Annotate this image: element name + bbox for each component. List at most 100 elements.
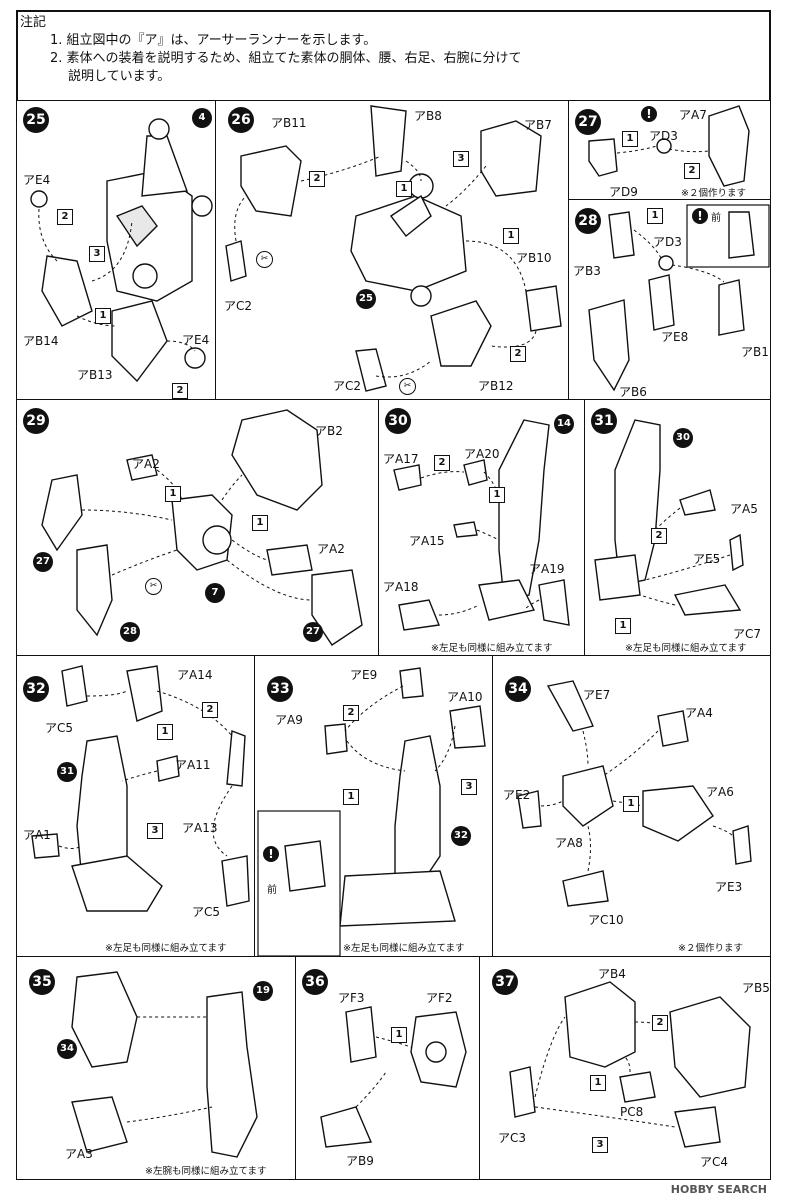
step-number: 31 bbox=[591, 408, 617, 434]
part-label: アD3 bbox=[653, 235, 682, 249]
step-30-panel: 30 14 アA17 アA20 アA15 アA18 アA19 2 1 ※左足も同… bbox=[378, 399, 586, 657]
part-label: アC10 bbox=[588, 913, 624, 927]
ref-marker: 19 bbox=[253, 981, 273, 1001]
gate-box: 3 bbox=[89, 246, 105, 262]
part-label: アB9 bbox=[346, 1154, 374, 1168]
ref-marker: 4 bbox=[192, 108, 212, 128]
step-number: 26 bbox=[228, 107, 254, 133]
nipper-icon: ✂ bbox=[399, 378, 416, 395]
ref-marker: 34 bbox=[57, 1039, 77, 1059]
part-label: アE3 bbox=[715, 880, 743, 894]
gate-box: 1 bbox=[622, 131, 638, 147]
front-label: 前 bbox=[267, 885, 277, 896]
part-label: アB7 bbox=[524, 118, 552, 132]
part-label: アA1 bbox=[23, 828, 51, 842]
part-label: アC2 bbox=[333, 379, 362, 393]
part-label: アA10 bbox=[447, 690, 483, 704]
step-number: 33 bbox=[267, 676, 293, 702]
step-35-panel: 35 19 34 アA3 ※左腕も同様に組み立てます bbox=[16, 956, 297, 1180]
step-number: 36 bbox=[302, 969, 328, 995]
caution-icon: ! bbox=[641, 106, 657, 122]
ref-marker: 14 bbox=[554, 414, 574, 434]
front-label: 前 bbox=[711, 213, 721, 224]
part-label: アE4 bbox=[182, 333, 210, 347]
part-label: アB14 bbox=[23, 334, 59, 348]
gate-box: 2 bbox=[309, 171, 325, 187]
step-number: 35 bbox=[29, 969, 55, 995]
notes-heading: 注記 bbox=[20, 15, 47, 30]
gate-box: 3 bbox=[147, 823, 163, 839]
part-label: アA14 bbox=[177, 668, 213, 682]
part-label: アA8 bbox=[555, 836, 583, 850]
step-number: 30 bbox=[385, 408, 411, 434]
gate-box: 2 bbox=[510, 346, 526, 362]
gate-box: 2 bbox=[434, 455, 450, 471]
part-label: アD3 bbox=[649, 129, 678, 143]
part-label: アE7 bbox=[583, 688, 611, 702]
part-label: アA19 bbox=[529, 562, 565, 576]
gate-box: 1 bbox=[157, 724, 173, 740]
gate-box: 2 bbox=[57, 209, 73, 225]
step-36-panel: 36 アF3 アF2 アB9 1 bbox=[295, 956, 481, 1180]
gate-box: 2 bbox=[172, 383, 188, 399]
part-label: アE4 bbox=[23, 173, 51, 187]
part-label: アE8 bbox=[661, 330, 689, 344]
step-29-panel: 29 アB2 アA2 アA2 27 28 7 27 1 1 ✂ bbox=[16, 399, 380, 657]
step-33-panel: 33 アE9 アA10 アA9 32 2 1 3 ! 前 ※左足も同様に組み立て… bbox=[254, 655, 494, 958]
part-label: アA4 bbox=[685, 706, 713, 720]
step-number: 34 bbox=[505, 676, 531, 702]
step-note: ※左腕も同様に組み立てます bbox=[145, 1166, 267, 1177]
part-label: アB2 bbox=[315, 424, 343, 438]
step-note: ※左足も同様に組み立てます bbox=[625, 643, 747, 654]
gate-box: 2 bbox=[651, 528, 667, 544]
part-label: アC2 bbox=[224, 299, 253, 313]
step-number: 37 bbox=[492, 969, 518, 995]
ref-marker: 31 bbox=[57, 762, 77, 782]
step-37-panel: 37 アB4 アB5 PC8 アC3 アC4 2 1 3 bbox=[479, 956, 771, 1180]
part-label: アA13 bbox=[182, 821, 218, 835]
part-label: アA6 bbox=[706, 785, 734, 799]
gate-box: 1 bbox=[590, 1075, 606, 1091]
step-25-panel: 25 4 アE4 アB14 アB13 アE4 2 3 1 2 bbox=[16, 100, 217, 401]
part-label: アB13 bbox=[77, 368, 113, 382]
part-label: アA7 bbox=[679, 108, 707, 122]
gate-box: 1 bbox=[252, 515, 268, 531]
part-label: アA11 bbox=[175, 758, 211, 772]
step-27-panel: 27 ! アA7 アD3 アD9 1 2 ※２個作ります bbox=[568, 100, 771, 201]
gate-box: 2 bbox=[684, 163, 700, 179]
caution-icon: ! bbox=[692, 208, 708, 224]
part-label: アE2 bbox=[503, 788, 531, 802]
step-note: ※左足も同様に組み立てます bbox=[431, 643, 553, 654]
part-label: アB3 bbox=[573, 264, 601, 278]
part-label: アA2 bbox=[132, 457, 160, 471]
ref-marker: 30 bbox=[673, 428, 693, 448]
gate-box: 1 bbox=[647, 208, 663, 224]
part-label: アC5 bbox=[192, 905, 221, 919]
step-31-panel: 31 30 アA5 アE5 アC7 2 1 ※左足も同様に組み立てます bbox=[584, 399, 771, 657]
notes-block: 注記 1. 組立図中の『ア』は、アーサーランナーを示します。 2. 素体への装着… bbox=[20, 14, 760, 86]
part-label: アB8 bbox=[414, 109, 442, 123]
part-label: アB5 bbox=[742, 981, 770, 995]
part-label: アA2 bbox=[317, 542, 345, 556]
gate-box: 2 bbox=[652, 1015, 668, 1031]
step-28-panel: 28 アB3 アD3 アE8 アB1 アB6 1 ! 前 bbox=[568, 199, 771, 401]
caution-icon: ! bbox=[263, 846, 279, 862]
part-label: アC7 bbox=[733, 627, 762, 641]
part-label: アA3 bbox=[65, 1147, 93, 1161]
part-label: アB6 bbox=[619, 385, 647, 399]
step-number: 28 bbox=[575, 208, 601, 234]
note-line-3: 説明しています。 bbox=[68, 69, 171, 84]
nipper-icon: ✂ bbox=[145, 578, 162, 595]
part-label: アC3 bbox=[498, 1131, 527, 1145]
part-label: アF3 bbox=[338, 991, 365, 1005]
ref-marker: 25 bbox=[356, 289, 376, 309]
gate-box: 1 bbox=[489, 487, 505, 503]
part-label: アD9 bbox=[609, 185, 638, 199]
part-label: アA18 bbox=[383, 580, 419, 594]
part-label: アB1 bbox=[741, 345, 769, 359]
gate-box: 3 bbox=[592, 1137, 608, 1153]
part-label: アA9 bbox=[275, 713, 303, 727]
note-line-2: 2. 素体への装着を説明するため、組立てた素体の胴体、腰、右足、右腕に分けて bbox=[50, 51, 522, 66]
step-note: ※左足も同様に組み立てます bbox=[105, 943, 227, 954]
ref-marker: 28 bbox=[120, 622, 140, 642]
